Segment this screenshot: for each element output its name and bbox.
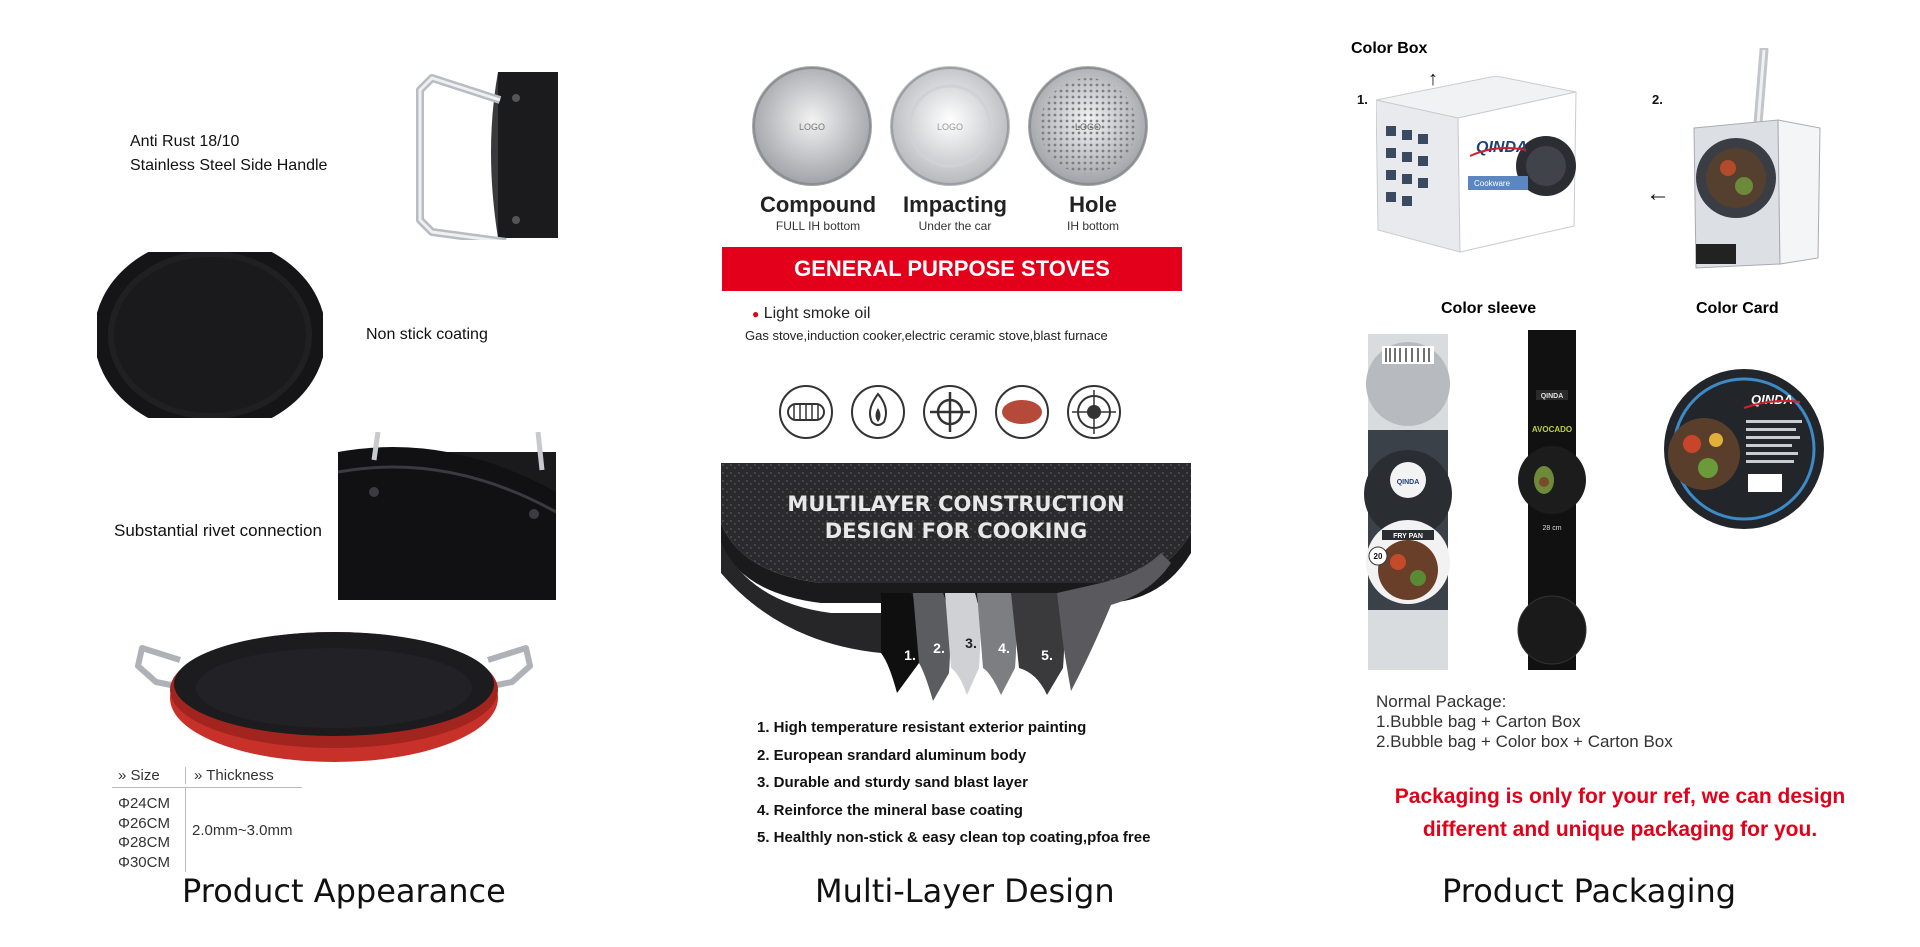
packaging-note-line-1: Packaging is only for your ref, we can d… bbox=[1394, 785, 1846, 808]
color-card-image: QINDA bbox=[1664, 369, 1824, 529]
rivet-closeup-image bbox=[338, 432, 556, 600]
normal-package-option: 1.Bubble bag + Carton Box bbox=[1376, 712, 1581, 731]
bottom-type-sub: FULL IH bottom bbox=[775, 219, 861, 233]
paella-pan-image bbox=[135, 632, 533, 762]
gas-burner-icon bbox=[923, 385, 977, 439]
option-number-2: 2. bbox=[1652, 92, 1663, 107]
handle-line-1: Anti Rust 18/10 bbox=[130, 133, 240, 150]
color-sleeve-label: Color sleeve bbox=[1441, 300, 1537, 317]
size-header: » Size bbox=[112, 767, 186, 784]
thickness-value: 2.0mm~3.0mm bbox=[192, 822, 293, 839]
handle-line-2: Stainless Steel Side Handle bbox=[130, 157, 328, 174]
electric-plate-icon bbox=[1067, 385, 1121, 439]
size-table: » Size » Thickness Φ24CM Φ26CM Φ28CM Φ30… bbox=[112, 764, 302, 872]
size-row: Φ24CM bbox=[118, 795, 170, 812]
sleeve-2-size: 28 cm bbox=[1542, 525, 1561, 532]
logo-mark: LOGO bbox=[799, 122, 825, 132]
bottom-type-title: Hole bbox=[1069, 192, 1117, 217]
window-box-image bbox=[1693, 48, 1821, 269]
normal-package-title: Normal Package: bbox=[1376, 692, 1507, 711]
packaging-caption: Product Packaging bbox=[1442, 872, 1737, 910]
thickness-header: » Thickness bbox=[194, 767, 274, 784]
size-row: Φ26CM bbox=[118, 814, 170, 832]
handle-feature-label: Anti Rust 18/10 Stainless Steel Side Han… bbox=[130, 130, 327, 178]
color-box-label: Color Box bbox=[1351, 40, 1428, 57]
layer-list: 1. High temperature resistant exterior p… bbox=[757, 714, 1150, 852]
size-list: Φ24CM Φ26CM Φ28CM Φ30CM bbox=[112, 788, 186, 872]
normal-package-option: 2.Bubble bag + Color box + Carton Box bbox=[1376, 732, 1673, 751]
construction-line-2: DESIGN FOR COOKING bbox=[825, 519, 1088, 543]
stove-icons bbox=[779, 385, 1121, 439]
sleeve-product-name: FRY PAN bbox=[1393, 533, 1423, 540]
bottom-type-sub: Under the car bbox=[918, 219, 992, 233]
logo-mark: LOGO bbox=[937, 122, 963, 132]
sleeve-2-image: QINDA AVOCADO 28 cm bbox=[1517, 330, 1587, 670]
bottom-type-title: Impacting bbox=[903, 192, 1007, 217]
oil-note: ● Light smoke oil bbox=[752, 305, 871, 322]
color-card-label: Color Card bbox=[1696, 300, 1779, 317]
stoves-list: Gas stove,induction cooker,electric cera… bbox=[745, 328, 1108, 343]
normal-package-info: Normal Package: 1.Bubble bag + Carton Bo… bbox=[1376, 692, 1673, 752]
appearance-caption: Product Appearance bbox=[182, 872, 506, 910]
sleeve-size: 20 bbox=[1374, 552, 1383, 561]
layer-number: 3. bbox=[965, 635, 977, 651]
sleeve-brand: QINDA bbox=[1397, 479, 1420, 486]
layer-number: 1. bbox=[904, 647, 916, 663]
size-row: Φ28CM bbox=[118, 834, 170, 851]
option-number-1: 1. bbox=[1357, 92, 1368, 107]
layer-number: 5. bbox=[1041, 647, 1053, 663]
layer-number: 4. bbox=[998, 640, 1010, 656]
ceramic-stove-icon bbox=[995, 385, 1049, 439]
logo-mark: LOGO bbox=[1075, 122, 1101, 132]
rivet-feature-label: Substantial rivet connection bbox=[114, 521, 322, 540]
packaging-note: Packaging is only for your ref, we can d… bbox=[1360, 780, 1880, 846]
multilayer-construction-image: MULTILAYER CONSTRUCTION DESIGN FOR COOKI… bbox=[721, 463, 1191, 703]
sleeve-2-product: AVOCADO bbox=[1532, 425, 1572, 434]
gas-flame-icon bbox=[851, 385, 905, 439]
bottom-type-title: Compound bbox=[759, 192, 877, 217]
coating-feature-label: Non stick coating bbox=[366, 326, 488, 343]
sleeve-2-brand: QINDA bbox=[1541, 393, 1564, 400]
pan-bottoms-image: LOGO LOGO LOGO bbox=[752, 66, 1148, 186]
box-tag: Cookware bbox=[1474, 179, 1511, 188]
layer-item: 1. High temperature resistant exterior p… bbox=[757, 719, 1087, 736]
induction-coil-icon bbox=[779, 385, 833, 439]
arrow-left-icon: ← bbox=[1646, 180, 1670, 207]
layer-item: 4. Reinforce the mineral base coating bbox=[757, 801, 1023, 819]
layer-item: 5. Healthly non-stick & easy clean top c… bbox=[757, 829, 1151, 846]
bullet-dot-icon: ● bbox=[752, 307, 760, 321]
design-caption: Multi-Layer Design bbox=[815, 872, 1115, 910]
sleeve-1-image: QINDA FRY PAN 20 bbox=[1364, 334, 1452, 670]
stoves-banner: GENERAL PURPOSE STOVES bbox=[722, 247, 1182, 291]
coating-closeup-image bbox=[97, 252, 323, 418]
layer-number: 2. bbox=[933, 640, 945, 656]
color-box-image: Cookware QINDA bbox=[1376, 76, 1577, 253]
layer-item: 2. European srandard aluminum body bbox=[757, 746, 1027, 764]
packaging-note-line-2: different and unique packaging for you. bbox=[1422, 818, 1818, 841]
arrow-up-icon: ↑ bbox=[1428, 68, 1438, 90]
layer-item: 3. Durable and sturdy sand blast layer bbox=[757, 774, 1028, 791]
bottom-type-sub: IH bottom bbox=[1066, 219, 1120, 233]
size-row: Φ30CM bbox=[118, 853, 170, 871]
handle-closeup-image bbox=[416, 72, 558, 240]
construction-line-1: MULTILAYER CONSTRUCTION bbox=[787, 492, 1124, 516]
